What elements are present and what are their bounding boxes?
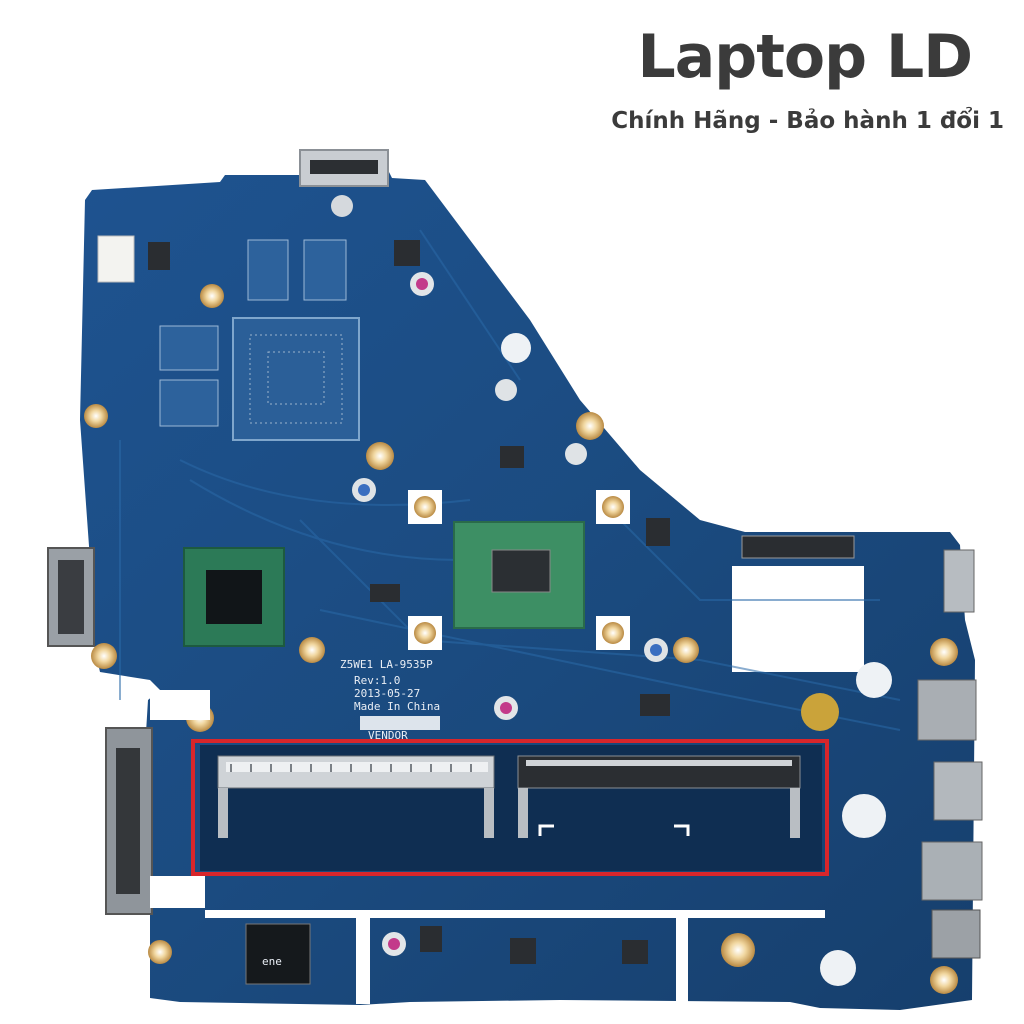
silk-revision: Rev:1.0	[354, 674, 400, 687]
board-notch-bottom	[150, 876, 205, 908]
fan-connector	[97, 235, 135, 283]
white-pads	[501, 333, 892, 986]
cpu-standoffs	[408, 490, 630, 650]
silk-origin: Made In China	[354, 700, 440, 713]
gold-pad	[801, 693, 839, 731]
silk-date: 2013-05-27	[354, 687, 420, 700]
brand-title: Laptop LD	[637, 22, 973, 92]
mini-pcie-slot	[741, 535, 855, 559]
board-cutout	[732, 566, 864, 672]
ram-slot-2	[517, 755, 801, 838]
board-slots	[205, 910, 825, 1004]
memory-pads	[159, 239, 347, 427]
capacitors	[352, 272, 668, 956]
silk-model: Z5WE1 LA-9535P	[340, 658, 433, 671]
board-notch	[150, 690, 210, 720]
brand-tagline: Chính Hãng - Bảo hành 1 đổi 1	[611, 108, 1004, 134]
ec-chip-label: ene	[262, 955, 282, 968]
ram-slot-highlight	[191, 739, 829, 876]
small-components	[148, 240, 670, 964]
ram-slot-1	[217, 755, 495, 838]
side-ports	[917, 549, 983, 959]
bga-pad-area	[232, 317, 360, 441]
silk-vendor: VENDOR	[368, 729, 408, 742]
ec-chip	[245, 923, 311, 985]
